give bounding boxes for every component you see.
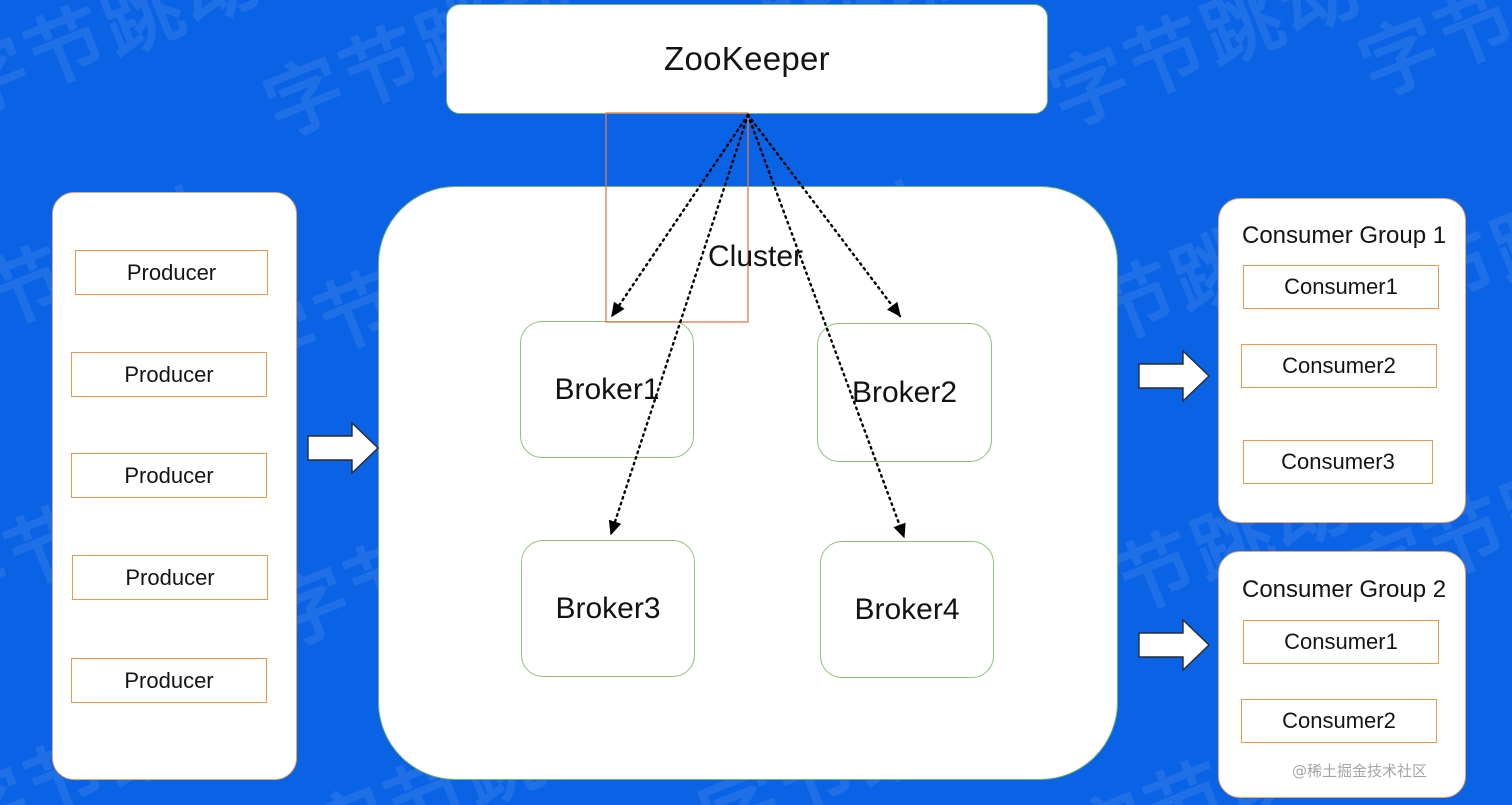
consumer-label: Consumer1 [1284,274,1398,299]
cluster-to-group2-arrow [1138,618,1211,672]
producer-box-2[interactable]: Producer [71,352,267,397]
cg2-consumer-box-1[interactable]: Consumer1 [1243,620,1439,664]
broker-box-1[interactable]: Broker1 [520,321,694,458]
cg1-consumer-box-1[interactable]: Consumer1 [1243,265,1439,309]
consumer-group-1-title: Consumer Group 1 [1242,222,1447,249]
broker-label: Broker4 [854,592,960,626]
broker-label: Broker1 [554,372,660,406]
consumer-label: Consumer2 [1282,708,1396,733]
broker-label: Broker3 [555,591,661,625]
broker-label: Broker2 [851,375,958,409]
zookeeper-node[interactable]: ZooKeeper [446,4,1048,114]
producer-box-3[interactable]: Producer [71,453,267,498]
consumer-label: Consumer3 [1281,449,1395,474]
producers-to-cluster-arrow [307,421,380,475]
producer-label: Producer [124,361,214,387]
watermark-tile: 字节跳动 [0,0,276,136]
cg2-consumer-box-2[interactable]: Consumer2 [1241,699,1437,743]
consumer-group-2-title: Consumer Group 2 [1242,576,1447,603]
cluster-to-group1-arrow [1138,349,1211,403]
watermark-tile: 字节跳动 [1347,0,1512,116]
producer-label: Producer [125,564,215,590]
producer-box-1[interactable]: Producer [75,250,268,295]
producer-label: Producer [124,462,214,488]
consumer-group-2-panel [1218,551,1466,798]
consumer-label: Consumer2 [1282,353,1396,378]
watermark-tile: 字节跳动 [1037,0,1376,146]
attribution-watermark: @稀土掘金技术社区 [1292,762,1428,780]
cluster-panel [378,186,1118,780]
producer-box-4[interactable]: Producer [72,555,268,600]
producer-label: Producer [126,259,217,285]
broker-box-2[interactable]: Broker2 [817,323,992,462]
zookeeper-label: ZooKeeper [664,40,830,77]
cluster-label: Cluster [708,240,804,273]
producer-box-5[interactable]: Producer [71,658,267,703]
cg1-consumer-box-2[interactable]: Consumer2 [1241,344,1437,388]
broker-box-3[interactable]: Broker3 [521,540,695,677]
broker-box-4[interactable]: Broker4 [820,541,994,678]
consumer-label: Consumer1 [1284,629,1398,654]
cg1-consumer-box-3[interactable]: Consumer3 [1243,440,1433,484]
producer-label: Producer [124,667,214,693]
